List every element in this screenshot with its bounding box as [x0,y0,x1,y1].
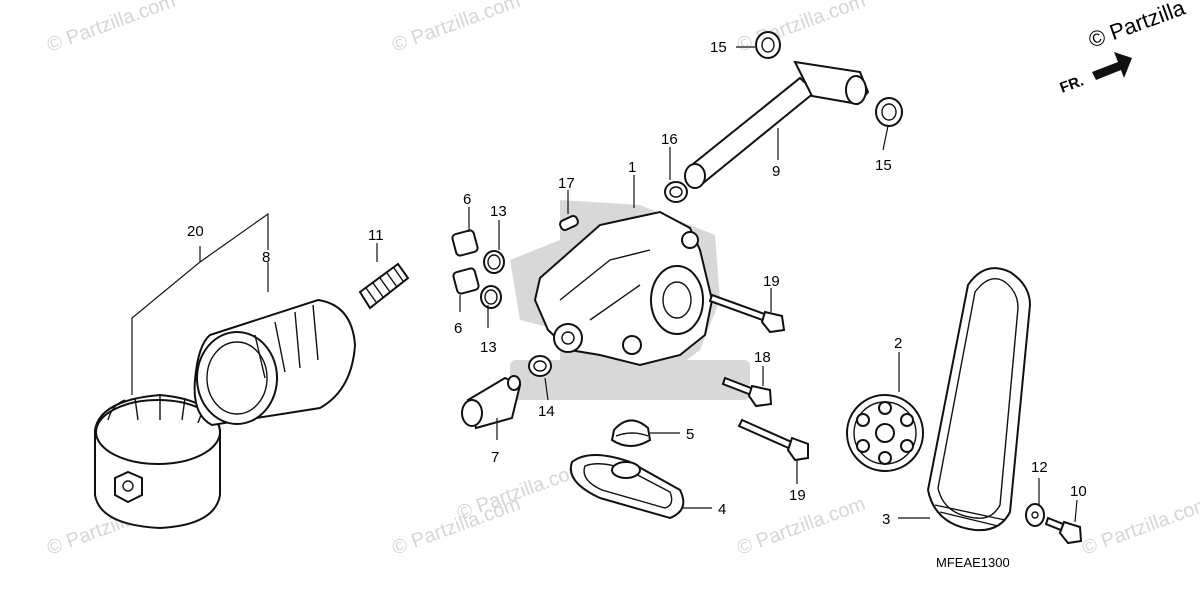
callout-13a: 13 [490,203,507,220]
oil-pump-assembly [533,210,714,367]
callout-5: 5 [686,426,694,443]
sprocket-washer-bolt [1025,503,1083,545]
oil-filter-cartridge [193,298,357,427]
watermark: © Partzilla.com [454,458,588,525]
strainer-joint [461,375,522,430]
direction-label: FR. [1058,73,1087,97]
oil-filter-case [94,393,221,530]
callout-2: 2 [894,335,902,352]
callout-4: 4 [718,501,726,518]
callout-1: 1 [628,159,636,176]
corner-watermark: © Partzilla [1085,0,1189,53]
callout-6b: 6 [454,320,462,337]
callout-19a: 19 [763,273,780,290]
callout-14: 14 [538,403,555,420]
callout-9: 9 [772,163,780,180]
callout-16: 16 [661,131,678,148]
callout-3: 3 [882,511,890,528]
oil-pipe-assembly [664,31,903,203]
watermark: © Partzilla.com [389,0,523,57]
front-direction-arrow: FR. [1058,52,1132,97]
callout-19b: 19 [789,487,806,504]
callout-10: 10 [1070,483,1087,500]
callout-8: 8 [262,249,270,266]
callout-20: 20 [187,223,204,240]
leader-lines [131,46,1078,523]
callout-11: 11 [368,227,384,244]
pump-oring [528,355,552,377]
watermark: © Partzilla.com [1079,493,1200,560]
callout-18: 18 [754,349,771,366]
diagram-code: MFEAE1300 [936,555,1010,570]
callout-15b: 15 [875,157,892,174]
bolts [708,293,809,462]
callout-labels: 1 2 3 4 5 6 6 7 8 9 10 11 12 13 13 14 15… [187,39,1087,528]
pump-drive-sprocket [846,394,924,472]
watermark: © Partzilla.com [734,0,868,57]
callout-6a: 6 [463,191,471,208]
callout-7: 7 [491,449,499,466]
callout-12: 12 [1031,459,1048,476]
threaded-stud [358,262,410,310]
callout-13b: 13 [480,339,497,356]
drive-chain [926,267,1032,532]
callout-17: 17 [558,175,575,192]
callout-15a: 15 [710,39,727,56]
collars-and-orings [451,229,505,309]
oil-strainer [569,419,685,520]
watermark: © Partzilla.com [44,0,178,57]
dowel-pin [559,214,579,232]
